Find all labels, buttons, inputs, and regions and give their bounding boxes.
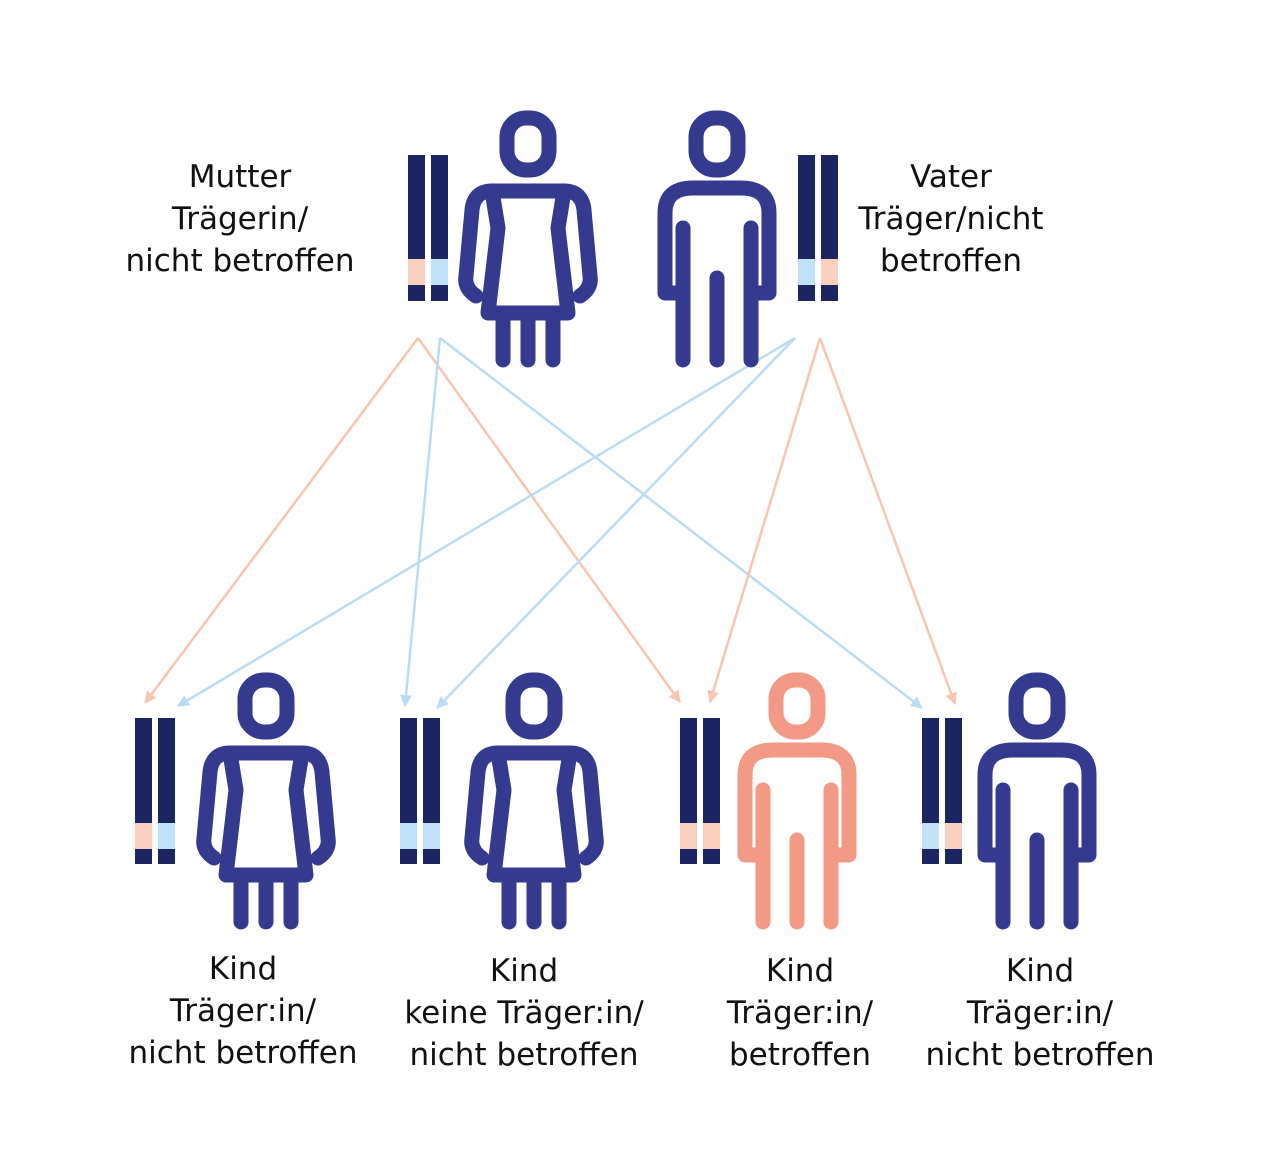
- father-label-line-3: betroffen: [879, 243, 1022, 279]
- child-4-man-icon: [977, 672, 1097, 930]
- child-3-label-line-1: Kind: [765, 953, 835, 989]
- child-1-woman-icon: [196, 672, 336, 930]
- father-label-line-2: Träger/nicht: [858, 201, 1044, 237]
- child-1-label-line-2: Träger:in/: [169, 993, 317, 1029]
- mother-label: Mutter Trägerin/ nicht betroffen: [80, 156, 400, 282]
- chromosome-pair-child-3: [680, 718, 720, 864]
- mother-label-line-3: nicht betroffen: [125, 243, 355, 279]
- child-1-label-line-3: nicht betroffen: [128, 1035, 358, 1071]
- child-1-label: Kind Träger:in/ nicht betroffen: [83, 948, 403, 1074]
- father-label-line-1: Vater: [910, 159, 992, 195]
- chromosome-pair-mother: [408, 155, 448, 301]
- arrow-father-pink-to-child-3: [707, 337, 822, 703]
- father-label: Vater Träger/nicht betroffen: [791, 156, 1111, 282]
- mother-label-line-1: Mutter: [188, 159, 292, 195]
- inheritance-arrows: [143, 336, 957, 709]
- child-3-label-line-2: Träger:in/: [726, 995, 874, 1031]
- father-man-icon: [657, 110, 777, 368]
- child-2-label: Kind keine Träger:in/ nicht betroffen: [364, 950, 684, 1076]
- chromosome-pair-child-2: [400, 718, 440, 864]
- mother-woman-icon: [458, 110, 598, 368]
- child-4-label-line-3: nicht betroffen: [925, 1037, 1155, 1073]
- arrow-father-blue-to-child-1: [177, 336, 796, 708]
- arrow-father-pink-to-child-4: [818, 337, 957, 705]
- child-4-label-line-1: Kind: [1005, 953, 1075, 989]
- child-4-label-line-2: Träger:in/: [966, 995, 1114, 1031]
- arrow-mother-blue-to-child-4: [439, 337, 923, 709]
- chromosome-pair-child-1: [135, 718, 175, 864]
- arrow-mother-blue-to-child-2: [400, 337, 442, 707]
- child-3-man-icon: [737, 672, 857, 930]
- child-3-label-line-3: betroffen: [728, 1037, 871, 1073]
- child-4-label: Kind Träger:in/ nicht betroffen: [880, 950, 1200, 1076]
- child-2-label-line-1: Kind: [489, 953, 559, 989]
- arrow-mother-pink-to-child-3: [416, 337, 682, 703]
- child-1-label-line-1: Kind: [208, 951, 278, 987]
- chromosome-pair-father: [798, 155, 838, 301]
- child-2-label-line-3: nicht betroffen: [409, 1037, 639, 1073]
- child-2-woman-icon: [464, 672, 604, 930]
- mother-label-line-2: Trägerin/: [171, 201, 309, 237]
- chromosome-pair-child-4: [922, 718, 962, 864]
- child-3-label: Kind Träger:in/ betroffen: [640, 950, 960, 1076]
- child-2-label-line-2: keine Träger:in/: [404, 995, 644, 1031]
- arrow-mother-pink-to-child-1: [143, 337, 420, 704]
- arrow-father-blue-to-child-2: [436, 337, 796, 709]
